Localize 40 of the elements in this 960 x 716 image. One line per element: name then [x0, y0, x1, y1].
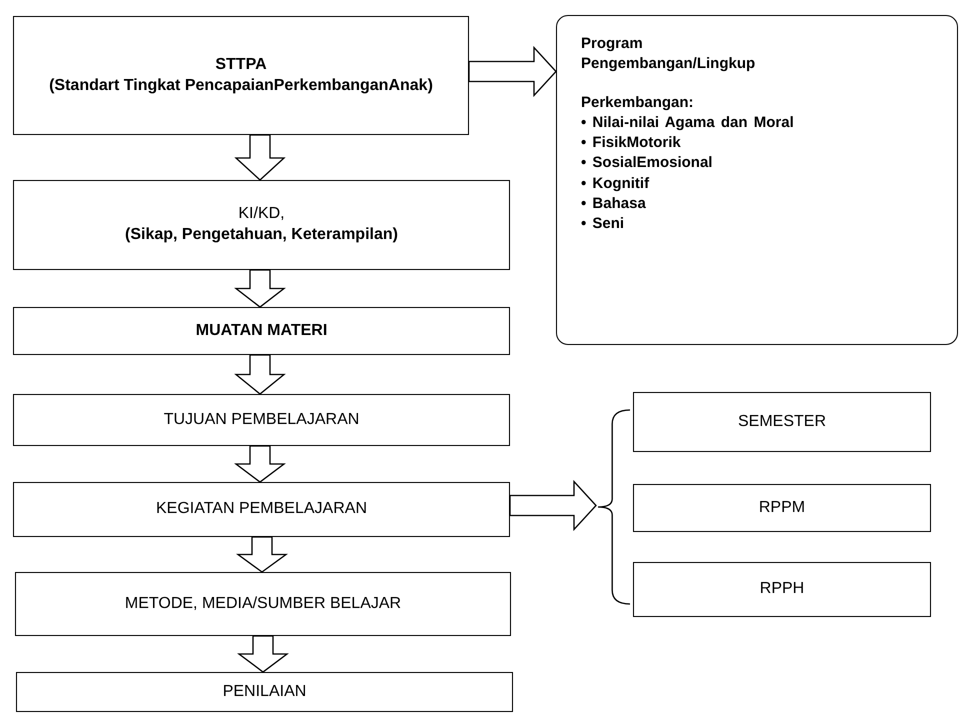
process-box [13, 180, 510, 270]
process-box [13, 482, 510, 537]
box-text: RPPH [760, 579, 804, 600]
process-box [13, 16, 469, 135]
panel-heading: Program Pengembangan/Lingkup [581, 34, 756, 73]
box-text: PENILAIAN [222, 682, 306, 702]
bullet-item: • Bahasa [581, 194, 647, 214]
box-text: RPPM [758, 498, 806, 518]
process-box [16, 672, 513, 712]
bullet-item: • Kognitif [581, 174, 650, 194]
block-arrow [234, 269, 286, 308]
block-arrow [234, 134, 286, 181]
process-box [15, 572, 511, 636]
box-text: KI/KD, [238, 204, 285, 224]
process-box [13, 307, 510, 355]
block-arrow [234, 445, 286, 483]
process-box [633, 484, 931, 532]
box-text: SEMESTER [738, 412, 826, 432]
box-text: KEGIATAN PEMBELAJARAN [156, 499, 367, 520]
bullet-item: • Nilai-nilai Agama dan Moral [581, 112, 794, 132]
process-box [633, 392, 931, 452]
curly-brace [596, 408, 632, 606]
box-text: METODE, MEDIA/SUMBER BELAJAR [124, 594, 402, 614]
bullet-item: • Seni [581, 214, 626, 234]
list-heading: Perkembangan: [581, 93, 694, 112]
process-box [13, 394, 510, 446]
block-arrow [509, 480, 597, 532]
box-text: MUATAN MATERI [196, 320, 328, 341]
block-arrow [468, 46, 557, 98]
bullet-item: • FisikMotorik [581, 132, 682, 153]
process-box [633, 562, 931, 617]
block-arrow [236, 536, 288, 573]
box-text: (Standart Tingkat PencapaianPerkembanganAnak) [49, 76, 433, 96]
box-text: (Sikap, Pengetahuan, Keterampilan) [125, 225, 398, 245]
bullet-item: • SosialEmosional [581, 153, 714, 174]
block-arrow [234, 354, 286, 395]
info-panel [556, 15, 958, 345]
box-text: TUJUAN PEMBELAJARAN [164, 410, 360, 430]
box-text: STTPA [215, 54, 267, 75]
block-arrow [237, 635, 289, 673]
